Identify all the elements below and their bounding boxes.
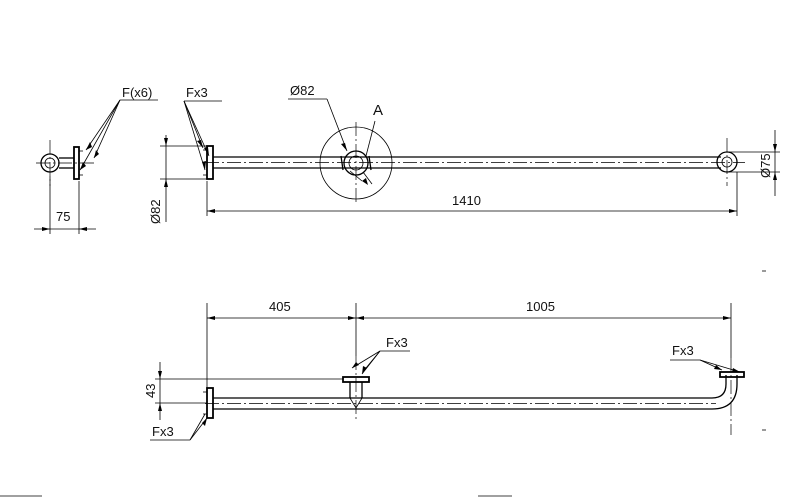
leader-fx3-top-3 (183, 100, 206, 171)
top-view: Fx3 Ø82 A Ø82 1410 Ø75 (148, 83, 780, 224)
label-dim-43: 43 (143, 384, 158, 398)
leader-a (365, 120, 376, 157)
label-dim-75: 75 (56, 209, 70, 224)
arrowhead (158, 371, 162, 379)
front-bend-outer (711, 375, 738, 410)
arrowhead (80, 162, 86, 170)
center-bolt-mark (368, 155, 372, 171)
arrowhead (773, 172, 777, 180)
label-fx3-bottom: Fx3 (152, 424, 174, 439)
front-view: 405 1005 43 Fx3 Fx3 Fx3 (143, 299, 745, 441)
side-view: F(x6) 75 (34, 85, 158, 234)
label-dim-1410: 1410 (452, 193, 481, 208)
label-dia82-circle: Ø82 (290, 83, 315, 98)
leader-fx3-top-2 (183, 100, 210, 157)
center-bolt-mark (340, 155, 344, 171)
arrowhead (348, 316, 356, 320)
arrowhead (362, 366, 367, 374)
front-left-flange (206, 387, 214, 419)
arrowhead (158, 403, 162, 411)
arrowhead (79, 227, 87, 231)
label-fx3-top: Fx3 (186, 85, 208, 100)
arrowhead (723, 316, 731, 320)
leader-a-lower-2 (362, 171, 373, 185)
label-dim-1005: 1005 (526, 299, 555, 314)
label-detail-a: A (373, 102, 383, 119)
arrowhead (773, 144, 777, 152)
leader-a-lower (349, 170, 363, 182)
leader-f-x6-2 (93, 99, 121, 159)
arrowhead (202, 161, 206, 170)
arrowhead (42, 227, 50, 231)
arrowhead (204, 147, 209, 156)
arrowhead (202, 418, 207, 426)
arrowhead (207, 209, 215, 213)
front-bend-inner (711, 375, 727, 399)
arrowhead (732, 368, 740, 372)
label-fx3-right: Fx3 (672, 343, 694, 358)
leader-f-x6-1 (85, 99, 121, 151)
label-f-x6: F(x6) (122, 85, 152, 100)
arrowhead (714, 365, 722, 370)
label-dim-405: 405 (269, 299, 291, 314)
arrowhead (164, 138, 168, 146)
label-fx3-mid: Fx3 (386, 335, 408, 350)
front-right-flange (719, 371, 745, 378)
label-dia75: Ø75 (758, 153, 773, 178)
arrowhead (164, 179, 168, 187)
arrowhead (86, 142, 92, 150)
leader-dia82 (326, 98, 348, 152)
arrowhead (729, 209, 737, 213)
arrowhead (341, 143, 347, 151)
arrowhead (94, 150, 99, 158)
leader-fx3-mid-3 (365, 350, 381, 369)
arrowhead (362, 178, 368, 185)
leader-f-x6-3 (79, 99, 121, 171)
side-view-flange (73, 146, 80, 180)
arrowhead (356, 316, 364, 320)
arrowhead (207, 316, 215, 320)
leader-fx3-bottom-2 (189, 413, 206, 441)
left-flange (206, 145, 214, 180)
label-dia82-left: Ø82 (148, 199, 163, 224)
arrowhead (352, 362, 359, 368)
